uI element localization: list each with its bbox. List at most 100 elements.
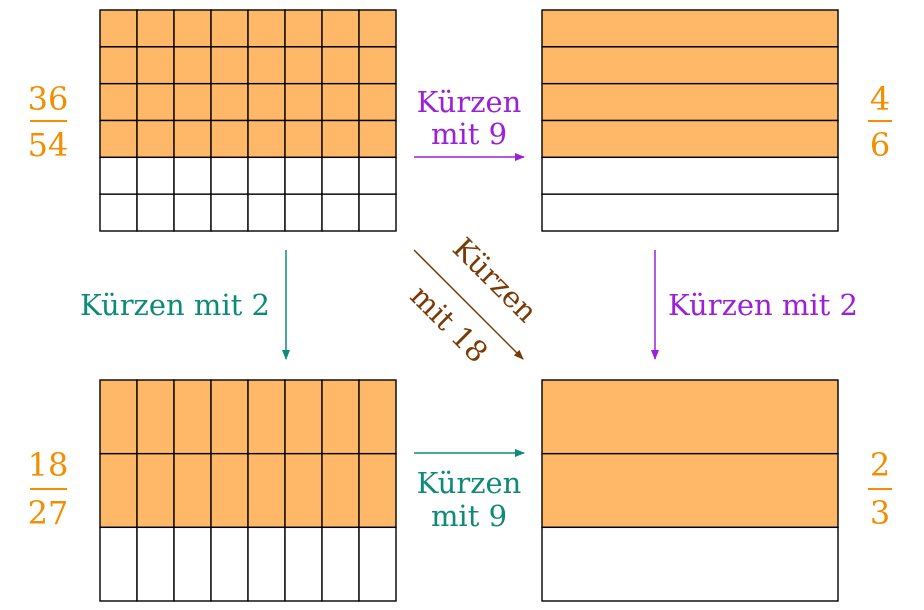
- grid-cell-empty: [99, 156, 138, 195]
- grid-cell-filled: [99, 46, 138, 85]
- grid-cell-filled: [99, 82, 138, 122]
- grid-cell-filled: [136, 119, 175, 159]
- fraction-36-54: 36 54: [28, 80, 69, 164]
- grid-cell-filled: [173, 379, 212, 455]
- grid-cell-filled: [541, 9, 839, 48]
- grid-cell-empty: [210, 156, 249, 195]
- arrow-label-line2: mit 9: [431, 117, 507, 151]
- arrow-label-line1: Kürzen: [417, 85, 522, 119]
- grid-cell-empty: [247, 156, 286, 195]
- grid-cell-filled: [358, 82, 397, 122]
- grid-cell-empty: [99, 526, 138, 602]
- grid-cell-filled: [99, 119, 138, 159]
- grid-cell-filled: [541, 46, 839, 85]
- grid-cell-filled: [210, 82, 249, 122]
- grid-cell-empty: [136, 156, 175, 195]
- grid-cell-filled: [247, 82, 286, 122]
- fraction-18-27: 18 27: [28, 446, 69, 532]
- grid-cell-empty: [210, 193, 249, 232]
- grid-cell-filled: [99, 379, 138, 455]
- grid-cell-filled: [358, 452, 397, 529]
- grid-cell-filled: [247, 119, 286, 159]
- arrow-diagonal-icon: [413, 249, 524, 360]
- grid-cell-empty: [541, 193, 839, 232]
- grid-cell-filled: [541, 379, 839, 455]
- grid-cell-empty: [173, 526, 212, 602]
- grid-36-54: [99, 9, 397, 232]
- grid-cell-filled: [321, 82, 360, 122]
- grid-cell-filled: [210, 9, 249, 48]
- grid-cell-filled: [358, 46, 397, 85]
- grid-cell-empty: [358, 193, 397, 232]
- grid-cell-empty: [247, 193, 286, 232]
- grid-cell-filled: [541, 82, 839, 122]
- grid-cell-filled: [136, 46, 175, 85]
- grid-cell-empty: [321, 526, 360, 602]
- grid-cell-empty: [321, 156, 360, 195]
- fraction-denominator: 27: [28, 494, 69, 532]
- grid-cell-empty: [173, 193, 212, 232]
- grid-cell-filled: [541, 452, 839, 529]
- grid-cell-empty: [284, 526, 323, 602]
- grid-cell-filled: [284, 379, 323, 455]
- grid-cell-filled: [136, 452, 175, 529]
- grid-cell-empty: [136, 193, 175, 232]
- arrow-diagonal-kuerzen-18: Kürzen mit 18: [404, 231, 544, 369]
- fraction-numerator: 2: [870, 446, 890, 484]
- arrow-label-line2: mit 9: [431, 499, 507, 533]
- arrow-label-line2: mit 18: [404, 278, 495, 369]
- arrow-label-line1: Kürzen: [417, 466, 522, 500]
- grid-cell-filled: [173, 46, 212, 85]
- grid-cell-filled: [358, 379, 397, 455]
- grid-cell-filled: [321, 46, 360, 85]
- grid-cell-filled: [321, 119, 360, 159]
- grid-cell-filled: [247, 452, 286, 529]
- fraction-2-3: 2 3: [868, 446, 892, 532]
- grid-cell-filled: [321, 379, 360, 455]
- grid-cell-filled: [136, 82, 175, 122]
- arrow-bottom-kuerzen-9: Kürzen mit 9: [414, 449, 525, 533]
- fraction-4-6: 4 6: [868, 80, 892, 164]
- grid-2-3: [541, 379, 839, 602]
- grid-cell-empty: [247, 526, 286, 602]
- grid-cell-filled: [173, 452, 212, 529]
- grid-cell-filled: [210, 452, 249, 529]
- fraction-numerator: 36: [28, 80, 69, 118]
- grid-18-27: [99, 379, 397, 602]
- grid-cell-filled: [358, 9, 397, 48]
- grid-cell-empty: [284, 193, 323, 232]
- fraction-denominator: 3: [870, 494, 890, 532]
- arrow-label: Kürzen mit 2: [668, 288, 858, 322]
- grid-cell-empty: [358, 526, 397, 602]
- grid-cell-empty: [284, 156, 323, 195]
- grid-cell-filled: [284, 46, 323, 85]
- grid-cell-filled: [284, 9, 323, 48]
- fraction-denominator: 6: [870, 126, 890, 164]
- grid-cell-empty: [358, 156, 397, 195]
- grid-cell-filled: [321, 9, 360, 48]
- grid-cell-empty: [99, 193, 138, 232]
- grid-cell-filled: [99, 452, 138, 529]
- grid-cell-empty: [136, 526, 175, 602]
- grid-cell-empty: [541, 526, 839, 602]
- arrow-label: Kürzen mit 2: [80, 288, 270, 322]
- grid-cell-filled: [284, 82, 323, 122]
- arrow-left-kuerzen-2: Kürzen mit 2: [80, 250, 290, 360]
- grid-cell-filled: [210, 119, 249, 159]
- grid-cell-filled: [136, 379, 175, 455]
- fraction-numerator: 4: [870, 80, 890, 118]
- fraction-numerator: 18: [28, 446, 69, 484]
- grid-cell-filled: [541, 119, 839, 159]
- grid-cell-filled: [210, 46, 249, 85]
- grid-cell-filled: [284, 452, 323, 529]
- grid-cell-empty: [541, 156, 839, 195]
- fraction-denominator: 54: [28, 126, 69, 164]
- grid-cell-empty: [321, 193, 360, 232]
- grid-cell-filled: [247, 379, 286, 455]
- grid-cell-filled: [358, 119, 397, 159]
- arrow-right-kuerzen-2: Kürzen mit 2: [651, 250, 858, 360]
- grid-cell-filled: [284, 119, 323, 159]
- grid-cell-empty: [173, 156, 212, 195]
- grid-cell-filled: [173, 9, 212, 48]
